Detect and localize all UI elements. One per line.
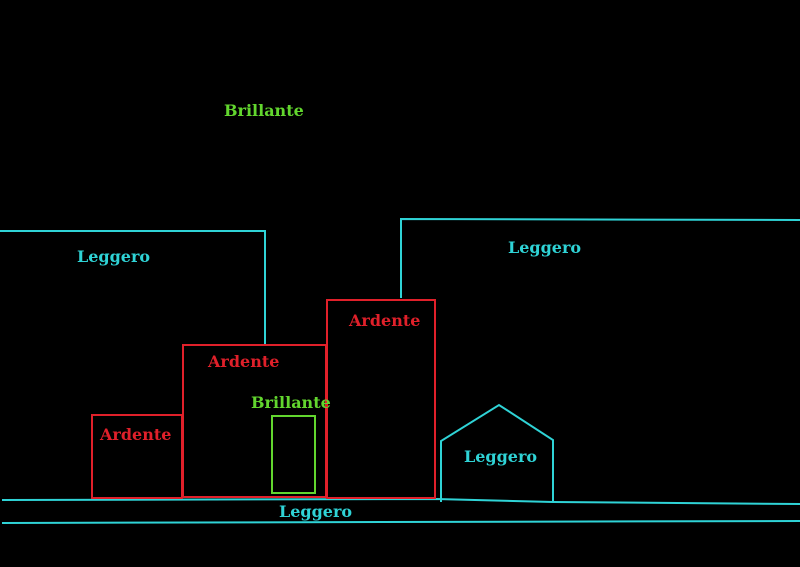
- label-door-brillante: Brillante: [251, 393, 331, 412]
- label-ardente-mid: Ardente: [207, 352, 279, 371]
- ground-line: [1, 497, 800, 505]
- label-street-leggero: Leggero: [279, 502, 352, 521]
- label-sky-brillante: Brillante: [224, 101, 304, 120]
- label-ardente-tall: Ardente: [348, 311, 420, 330]
- label-left-building-leggero: Leggero: [77, 247, 150, 266]
- label-ardente-small: Ardente: [99, 425, 171, 444]
- right-building-outline: [400, 217, 800, 298]
- house-outline: [440, 403, 554, 502]
- street-line: [1, 520, 800, 524]
- label-right-building-leggero: Leggero: [508, 238, 581, 257]
- left-building-outline: [0, 230, 266, 345]
- brillante-door: [271, 415, 316, 494]
- label-house-leggero: Leggero: [464, 447, 537, 466]
- ardente-tall-box: [326, 299, 436, 499]
